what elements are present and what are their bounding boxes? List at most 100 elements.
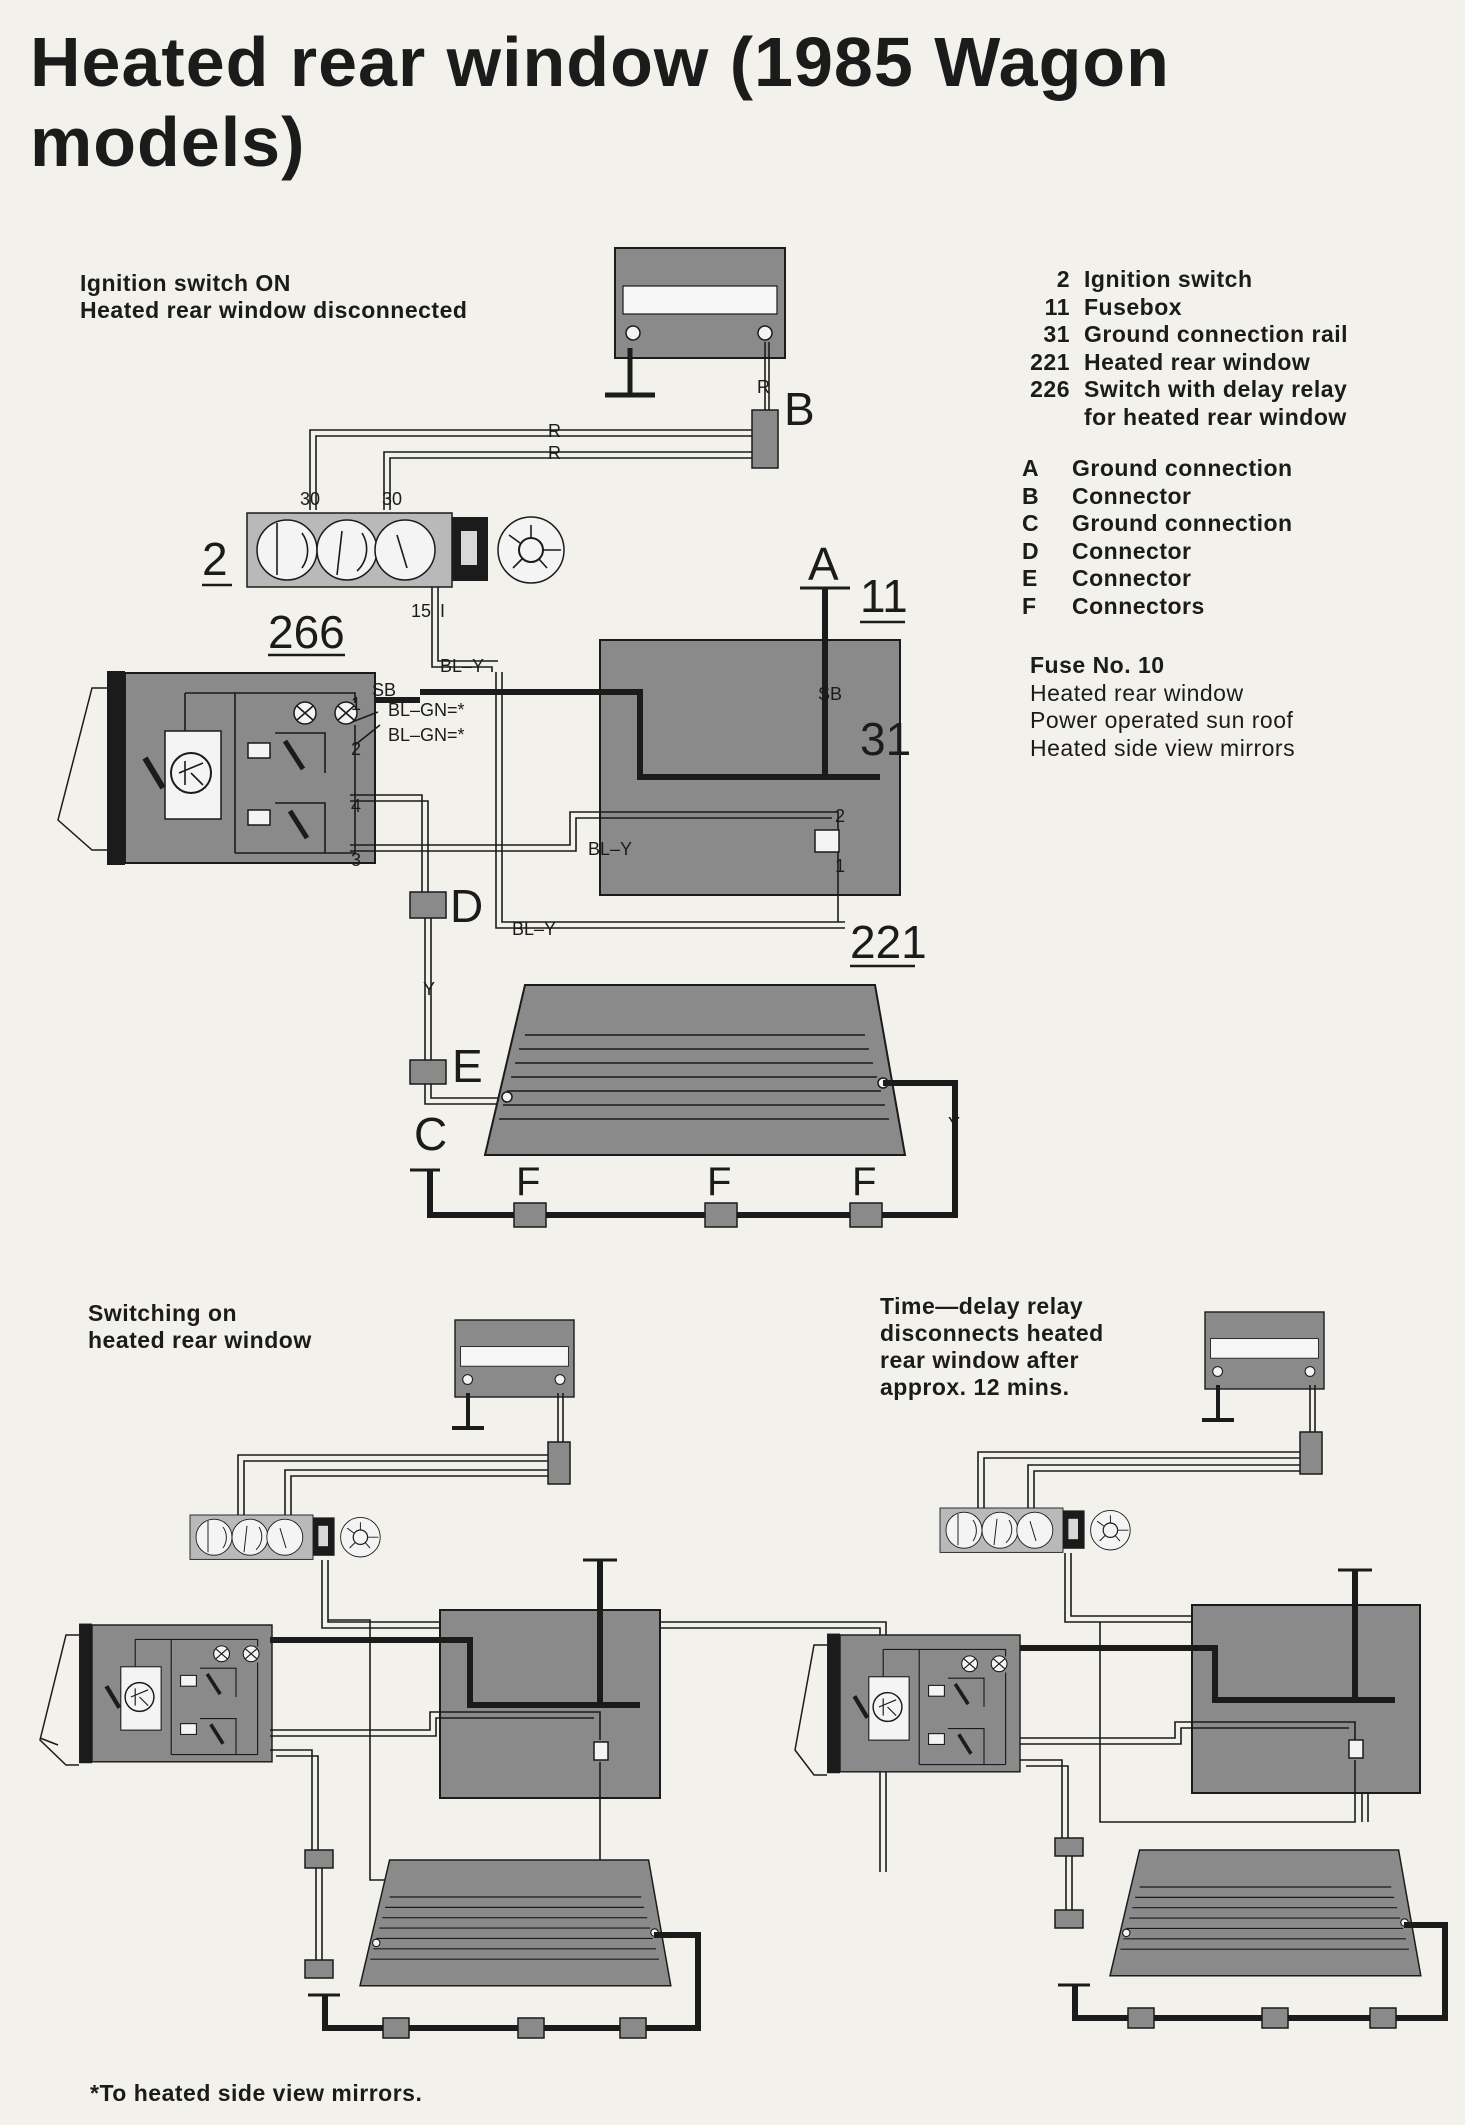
legend-num: 226 — [1030, 376, 1070, 403]
connector-f-3 — [849, 1202, 883, 1228]
legend-text: Switch with delay relay — [1084, 376, 1348, 403]
legend-text: Ground connection — [1072, 455, 1293, 481]
fuse-info: Fuse No. 10 Heated rear window Power ope… — [1030, 652, 1295, 762]
legend-letter: A — [1022, 455, 1040, 481]
legend-num: 2 — [1056, 266, 1070, 292]
legend-row: A Ground connection — [1018, 455, 1293, 483]
wire-y-label-1: Y — [423, 979, 435, 999]
wire-sb-label-2: SB — [818, 684, 842, 704]
label-11: 11 — [860, 570, 908, 622]
legend-row: 226 Switch with delay relay — [1020, 376, 1348, 404]
legend-row: F Connectors — [1018, 593, 1293, 621]
rear-window-br — [1109, 1849, 1422, 1977]
legend-letter: E — [1022, 565, 1038, 592]
wire-blgn-label-2: BL–GN=* — [388, 725, 465, 745]
caption-line: Heated rear window disconnected — [80, 297, 468, 323]
legend-row: for heated rear window — [1020, 404, 1348, 432]
legend-row: C Ground connection — [1018, 510, 1293, 538]
pin-4: 4 — [351, 796, 361, 816]
caption-line: rear window after — [880, 1347, 1079, 1373]
fuse-item: Heated side view mirrors — [1030, 734, 1296, 761]
label-221: 221 — [850, 916, 927, 968]
label-f-1: F — [516, 1160, 540, 1204]
connector-d — [409, 891, 447, 919]
legend-letter: F — [1022, 592, 1037, 619]
legend-text: Heated rear window — [1084, 348, 1311, 375]
legend-letter: C — [1022, 510, 1040, 537]
rear-window-221-top — [484, 984, 906, 1156]
wire-bly-label-3: BL–Y — [588, 839, 632, 859]
legend-num: 31 — [1043, 321, 1070, 348]
label-f-3: F — [852, 1160, 876, 1204]
label-266: 266 — [268, 606, 345, 658]
relay-226-top — [107, 671, 375, 865]
fusebox-top — [614, 247, 786, 359]
fuse-heading: Fuse No. 10 — [1030, 652, 1165, 678]
legend-text: for heated rear window — [1084, 403, 1347, 430]
legend-letters: A Ground connection B Connector C Ground co… — [1018, 455, 1293, 621]
terminal-30-b: 30 — [382, 489, 402, 509]
terminal-30-a: 30 — [300, 489, 320, 509]
wire-sb-label-1: SB — [372, 680, 396, 700]
legend-text: Ground connection rail — [1084, 321, 1349, 348]
caption-time-delay: Time—delay relay disconnects heated rear… — [880, 1293, 1104, 1401]
pin-3: 3 — [351, 850, 361, 870]
ignition-switch-br — [939, 1507, 1131, 1554]
label-c: C — [414, 1108, 447, 1160]
wire-r-label-2: R — [548, 421, 561, 441]
wire-blgn-label-1: BL–GN=* — [388, 700, 465, 720]
fusebox-bl — [454, 1319, 575, 1398]
bottom-right-diagram — [794, 1311, 1448, 2029]
connector-b — [751, 409, 779, 469]
fusebox-br — [1204, 1311, 1325, 1390]
pin-2: 2 — [835, 806, 845, 826]
bottom-left-diagram — [39, 1319, 887, 2039]
ignition-switch-bl — [189, 1514, 381, 1561]
legend-text: Connector — [1072, 537, 1192, 564]
legend-row: 31 Ground connection rail — [1020, 321, 1348, 349]
legend-text: Connector — [1072, 482, 1192, 509]
caption-switching-on: Switching on heated rear window — [88, 1300, 312, 1354]
connector-f-1 — [513, 1202, 547, 1228]
label-31: 31 — [860, 713, 911, 765]
relay-226-br — [827, 1634, 1020, 1774]
label-f-2: F — [707, 1160, 731, 1204]
legend-num: 221 — [1030, 348, 1070, 375]
relay-226-bl — [79, 1624, 272, 1764]
top-diagram: R B R R 30 30 2 266 15 I BL–Y BL–Y SB 1 … — [57, 247, 960, 1228]
legend-text: Ground connection — [1072, 510, 1293, 537]
pin-2: 2 — [351, 739, 361, 759]
label-a: A — [808, 538, 839, 590]
fuse-item: Heated rear window — [1030, 679, 1244, 706]
caption-line: Ignition switch ON — [80, 270, 291, 296]
legend-num: 11 — [1044, 293, 1070, 320]
ground-symbol-top — [605, 348, 655, 398]
wire-r-label-1: R — [757, 377, 770, 397]
label-2: 2 — [202, 533, 228, 585]
pin-1: 1 — [835, 856, 845, 876]
connector-f-2 — [704, 1202, 738, 1228]
fusebox-11 — [599, 639, 901, 896]
legend-row: B Connector — [1018, 483, 1293, 511]
legend-text: Connectors — [1072, 592, 1205, 619]
label-d: D — [450, 880, 483, 932]
label-b: B — [784, 383, 815, 435]
caption-line: approx. 12 mins. — [880, 1374, 1070, 1400]
fuse-item: Power operated sun roof — [1030, 707, 1294, 734]
caption-line: heated rear window — [88, 1327, 312, 1353]
label-e: E — [452, 1040, 483, 1092]
connector-e — [409, 1059, 447, 1085]
legend-row: 221 Heated rear window — [1020, 349, 1348, 377]
wire-bly-label-1: BL–Y — [440, 656, 484, 676]
caption-line: Time—delay relay — [880, 1293, 1084, 1319]
rear-window-bl — [359, 1859, 672, 1987]
legend-letter: B — [1022, 482, 1040, 509]
wire-bly-label-2: BL–Y — [512, 919, 556, 939]
caption-ignition-on: Ignition switch ON Heated rear window di… — [80, 270, 467, 324]
terminal-15: 15 — [411, 601, 431, 621]
